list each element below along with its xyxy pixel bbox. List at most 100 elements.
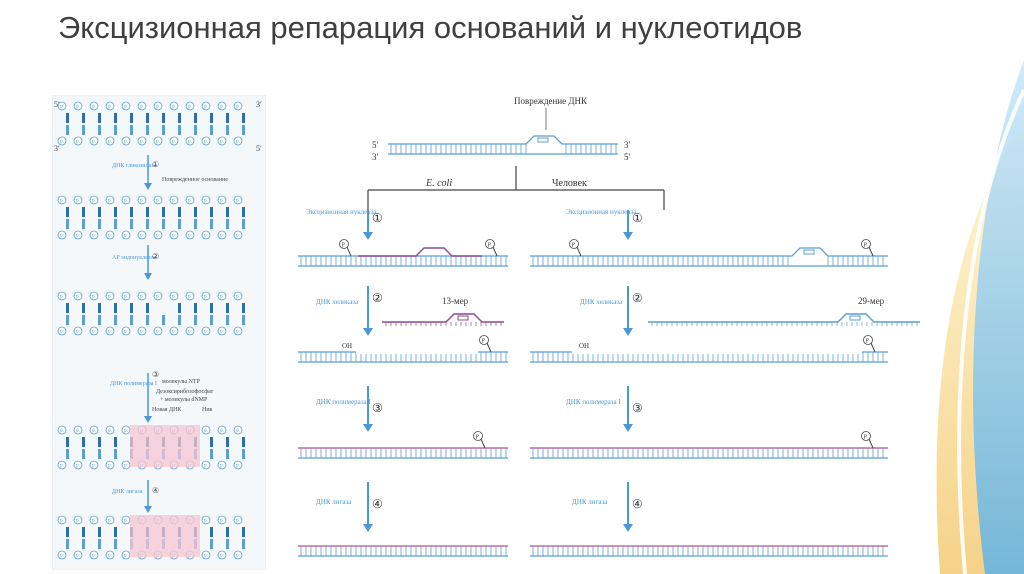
base-top bbox=[242, 207, 245, 217]
base-bottom bbox=[98, 219, 101, 229]
phosphate-top bbox=[169, 195, 179, 205]
phosphate-bottom bbox=[73, 550, 83, 560]
phosphate-top bbox=[57, 291, 67, 301]
phosphate-top bbox=[201, 515, 211, 525]
phosphate-top bbox=[73, 425, 83, 435]
right-step-arrows bbox=[363, 210, 633, 532]
phosphate-bottom-label: P bbox=[60, 141, 63, 146]
base-bottom bbox=[82, 539, 85, 549]
phosphate-bottom-label: P bbox=[76, 235, 79, 240]
base-bottom bbox=[162, 315, 165, 325]
left-step-3-nick: Ник bbox=[202, 407, 213, 413]
base-bottom bbox=[226, 539, 229, 549]
phosphate-bottom bbox=[233, 550, 243, 560]
phosphate-bottom-label: P bbox=[92, 555, 95, 560]
phosphate-top-label: P bbox=[92, 430, 95, 435]
phosphate-top-label: P bbox=[108, 296, 111, 301]
phosphate-top bbox=[233, 515, 243, 525]
human-filled-duplex bbox=[530, 447, 888, 459]
phosphate-bottom bbox=[233, 230, 243, 240]
phosphate-top bbox=[201, 195, 211, 205]
base-bottom bbox=[178, 125, 181, 135]
phosphate-bottom bbox=[153, 326, 163, 336]
base-bottom bbox=[210, 219, 213, 229]
new-dna-highlight-2 bbox=[130, 515, 200, 557]
base-top bbox=[210, 113, 213, 123]
base-top bbox=[98, 437, 101, 447]
left-step-3-new-dna: Новая ДНК bbox=[152, 407, 182, 413]
ecoli-step-2-enzyme: ДНК хеликаза bbox=[316, 298, 359, 306]
phosphate-top bbox=[217, 101, 227, 111]
left-end-5-top: 5′ bbox=[54, 100, 60, 109]
left-end-5-bottom: 5′ bbox=[256, 144, 262, 153]
base-bottom bbox=[146, 125, 149, 135]
phosphate-bottom bbox=[57, 230, 67, 240]
phosphate-top-label: P bbox=[204, 296, 207, 301]
ecoli-gap bbox=[356, 348, 478, 354]
base-top bbox=[130, 207, 133, 217]
phosphate-bottom-label: P bbox=[220, 555, 223, 560]
human-phosphate-gap-tail bbox=[870, 342, 876, 353]
phosphate-top-label: P bbox=[172, 106, 175, 111]
base-top bbox=[66, 303, 69, 313]
phosphate-bottom-label: P bbox=[108, 555, 111, 560]
base-bottom bbox=[114, 449, 117, 459]
phosphate-top-label: P bbox=[220, 520, 223, 525]
phosphate-top bbox=[105, 291, 115, 301]
phosphate-bottom-label: P bbox=[188, 331, 191, 336]
phosphate-bottom bbox=[217, 230, 227, 240]
ecoli-step-3-num: ③ bbox=[372, 401, 383, 415]
phosphate-top-label: P bbox=[60, 200, 63, 205]
phosphate-bottom-label: P bbox=[76, 331, 79, 336]
left-step-3-extra-3: + молекулы dNMP bbox=[160, 397, 208, 403]
phosphate-bottom bbox=[137, 136, 147, 146]
phosphate-top-label: P bbox=[76, 520, 79, 525]
left-step-2: АР эндонуклеаза ② bbox=[112, 245, 159, 280]
base-bottom bbox=[226, 449, 229, 459]
phosphate-top bbox=[233, 425, 243, 435]
phosphate-bottom-label: P bbox=[204, 465, 207, 470]
phosphate-top bbox=[201, 101, 211, 111]
base-bottom bbox=[162, 219, 165, 229]
damage-label: Повреждение ДНК bbox=[514, 96, 588, 106]
human-phosphate-nick-label: P bbox=[864, 435, 868, 441]
phosphate-top-label: P bbox=[204, 106, 207, 111]
base-bottom bbox=[162, 125, 165, 135]
phosphate-bottom bbox=[89, 550, 99, 560]
base-top bbox=[98, 303, 101, 313]
phosphate-bottom-label: P bbox=[140, 235, 143, 240]
phosphate-top-label: P bbox=[140, 296, 143, 301]
left-end-3-top: 3′ bbox=[256, 100, 262, 109]
phosphate-bottom bbox=[185, 326, 195, 336]
base-top bbox=[210, 207, 213, 217]
phosphate-top bbox=[217, 195, 227, 205]
base-bottom bbox=[146, 315, 149, 325]
base-bottom bbox=[130, 125, 133, 135]
base-bottom bbox=[82, 315, 85, 325]
base-top bbox=[82, 527, 85, 537]
phosphate-bottom-label: P bbox=[204, 235, 207, 240]
phosphate-top-label: P bbox=[124, 430, 127, 435]
phosphate-bottom-label: P bbox=[220, 235, 223, 240]
base-bottom bbox=[66, 219, 69, 229]
phosphate-bottom bbox=[73, 326, 83, 336]
step-arrow-head-2 bbox=[363, 328, 373, 336]
phosphate-bottom-label: P bbox=[156, 331, 159, 336]
base-bottom bbox=[114, 219, 117, 229]
phosphate-bottom bbox=[169, 230, 179, 240]
step-arrow-head-8 bbox=[623, 524, 633, 532]
phosphate-top-label: P bbox=[76, 200, 79, 205]
base-top bbox=[162, 113, 165, 123]
base-bottom bbox=[114, 315, 117, 325]
phosphate-bottom-label: P bbox=[76, 555, 79, 560]
phosphate-top bbox=[57, 195, 67, 205]
left-step-3: ДНК полимераза I ③ молекулы NTP Дезоксир… bbox=[110, 370, 214, 423]
base-bottom bbox=[82, 125, 85, 135]
phosphate-top bbox=[185, 101, 195, 111]
phosphate-top bbox=[217, 515, 227, 525]
phosphate-bottom bbox=[233, 460, 243, 470]
base-bottom bbox=[98, 449, 101, 459]
base-top bbox=[146, 113, 149, 123]
phosphate-top bbox=[153, 291, 163, 301]
